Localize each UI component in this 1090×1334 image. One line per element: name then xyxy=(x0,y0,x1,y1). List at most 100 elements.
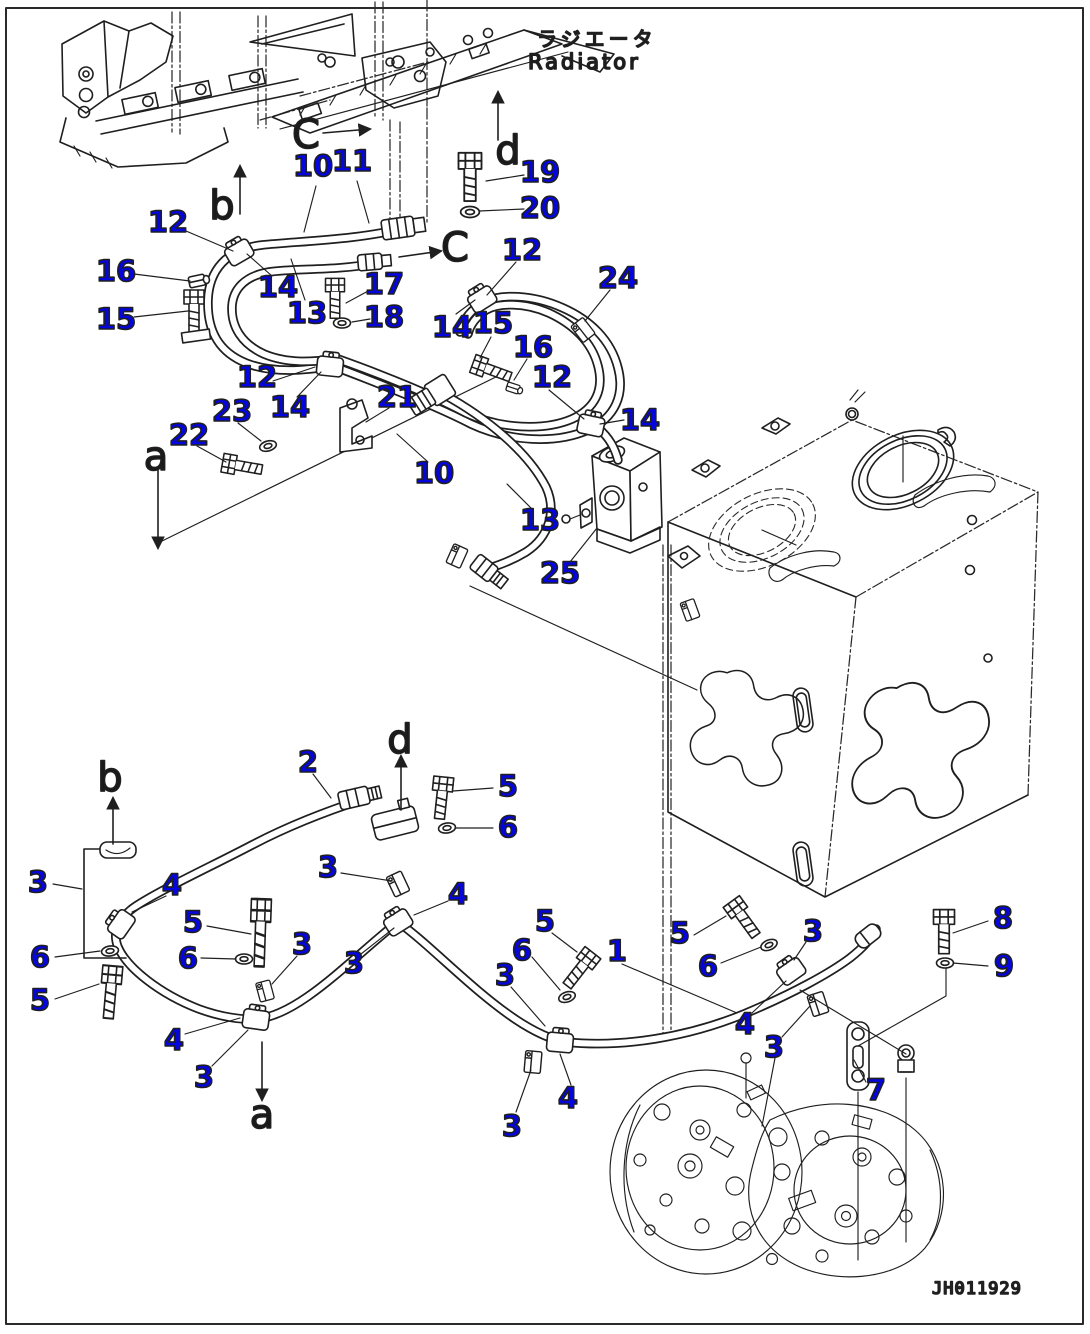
leader-line-3-29 xyxy=(52,883,83,890)
leader-line-4-39 xyxy=(184,1017,241,1035)
bolt-15 xyxy=(180,289,212,344)
leader-line-9-54 xyxy=(952,962,989,967)
callout-6-28[interactable]: 6 xyxy=(497,809,519,845)
callout-19-2[interactable]: 19 xyxy=(519,154,561,190)
washer-6-left xyxy=(100,944,120,958)
callout-2-26[interactable]: 2 xyxy=(297,744,319,780)
callout-5-33[interactable]: 5 xyxy=(182,904,204,940)
callout-18-10[interactable]: 18 xyxy=(363,299,405,335)
callout-13-8[interactable]: 13 xyxy=(286,295,328,331)
leader-line-3-49 xyxy=(781,1005,811,1038)
leader-line-6-46 xyxy=(720,946,762,964)
callout-9-54[interactable]: 9 xyxy=(993,948,1015,984)
callout-5-27[interactable]: 5 xyxy=(497,768,519,804)
leader-line-7-52 xyxy=(853,1059,867,1083)
callout-1-43[interactable]: 1 xyxy=(606,933,628,969)
callout-13-24[interactable]: 13 xyxy=(519,502,561,538)
callout-5-45[interactable]: 5 xyxy=(669,915,691,951)
leader-line-12-18 xyxy=(272,366,316,382)
leader-line-14-17 xyxy=(599,419,625,425)
callout-3-37[interactable]: 3 xyxy=(343,945,365,981)
callout-3-29[interactable]: 3 xyxy=(27,864,49,900)
callout-3-51[interactable]: 3 xyxy=(501,1108,523,1144)
callout-3-44[interactable]: 3 xyxy=(494,957,516,993)
view-arrow-C-1 xyxy=(322,123,373,137)
leader-line-17-9 xyxy=(345,289,371,304)
leader-line-12-11 xyxy=(486,261,517,296)
callout-4-32[interactable]: 4 xyxy=(447,876,469,912)
leader-line-22-22 xyxy=(196,445,227,463)
callout-14-17[interactable]: 14 xyxy=(619,402,661,438)
leader-line-3-34 xyxy=(271,955,298,985)
callout-3-31[interactable]: 3 xyxy=(317,849,339,885)
callout-8-53[interactable]: 8 xyxy=(992,900,1014,936)
callout-6-42[interactable]: 6 xyxy=(511,932,533,968)
leader-line-25-25 xyxy=(569,527,598,563)
view-letter-b-5: b xyxy=(97,755,122,801)
clip-hose13-end xyxy=(445,542,469,570)
callout-7-52[interactable]: 7 xyxy=(865,1072,887,1108)
leader-line-16-15 xyxy=(513,358,528,381)
leader-line-3-31 xyxy=(340,872,393,882)
callout-15-14[interactable]: 15 xyxy=(472,305,514,341)
callout-12-16[interactable]: 12 xyxy=(531,359,573,395)
leader-line-3-47 xyxy=(793,941,807,961)
callout-15-6[interactable]: 15 xyxy=(95,301,137,337)
leader-line-2-26 xyxy=(312,773,332,799)
callout-25-25[interactable]: 25 xyxy=(539,555,581,591)
callout-3-34[interactable]: 3 xyxy=(291,926,313,962)
callout-5-38[interactable]: 5 xyxy=(29,982,51,1018)
washer-20 xyxy=(459,205,481,219)
leader-line-3-37 xyxy=(360,927,395,955)
plug-fitting xyxy=(897,1044,915,1073)
leader-lines-layer xyxy=(52,174,989,1113)
callout-20-3[interactable]: 20 xyxy=(519,190,561,226)
leader-line-10-23 xyxy=(396,433,429,463)
leader-line-3-40 xyxy=(211,1029,249,1067)
clamp-4-lower-mid xyxy=(545,1026,575,1054)
callout-12-11[interactable]: 12 xyxy=(501,232,543,268)
sleeve-nut-16-right xyxy=(504,381,525,396)
leader-line-4-48 xyxy=(751,980,787,1014)
construction-line-tank xyxy=(469,585,698,691)
bolt-17 xyxy=(324,277,346,320)
callout-16-15[interactable]: 16 xyxy=(512,329,554,365)
callout-14-13[interactable]: 14 xyxy=(431,309,473,345)
callout-4-39[interactable]: 4 xyxy=(163,1022,185,1058)
callout-10-23[interactable]: 10 xyxy=(413,455,455,491)
leader-line-4-50 xyxy=(559,1053,572,1086)
callout-5-41[interactable]: 5 xyxy=(534,903,556,939)
callout-6-35[interactable]: 6 xyxy=(29,939,51,975)
callout-3-49[interactable]: 3 xyxy=(763,1029,785,1065)
callout-16-5[interactable]: 16 xyxy=(95,253,137,289)
callout-4-50[interactable]: 4 xyxy=(557,1080,579,1116)
callout-6-46[interactable]: 6 xyxy=(697,948,719,984)
callout-24-12[interactable]: 24 xyxy=(597,260,639,296)
callout-4-48[interactable]: 4 xyxy=(734,1006,756,1042)
callout-12-18[interactable]: 12 xyxy=(236,359,278,395)
engine-mount-phantom xyxy=(59,0,447,169)
callout-21-20[interactable]: 21 xyxy=(376,379,418,415)
bolt-5-upper xyxy=(428,775,455,821)
leader-line-5-45 xyxy=(693,915,727,936)
callout-3-47[interactable]: 3 xyxy=(802,913,824,949)
clamp-4-lower-left xyxy=(240,1002,272,1032)
view-arrow-C-3 xyxy=(398,245,444,260)
callout-12-4[interactable]: 12 xyxy=(147,204,189,240)
callout-4-30[interactable]: 4 xyxy=(161,867,183,903)
clamp-4-right xyxy=(771,951,809,988)
callout-22-22[interactable]: 22 xyxy=(168,417,210,453)
callout-17-9[interactable]: 17 xyxy=(363,266,405,302)
callout-14-7[interactable]: 14 xyxy=(257,269,299,305)
callout-10-0[interactable]: 10 xyxy=(292,148,334,184)
callout-3-40[interactable]: 3 xyxy=(193,1059,215,1095)
callout-11-1[interactable]: 11 xyxy=(331,143,373,179)
hydraulic-tank xyxy=(662,389,1039,1041)
bracket-21 xyxy=(339,398,373,453)
clip-3-mid xyxy=(385,870,411,898)
callout-14-19[interactable]: 14 xyxy=(269,389,311,425)
callout-6-36[interactable]: 6 xyxy=(177,940,199,976)
callout-23-21[interactable]: 23 xyxy=(211,393,253,429)
